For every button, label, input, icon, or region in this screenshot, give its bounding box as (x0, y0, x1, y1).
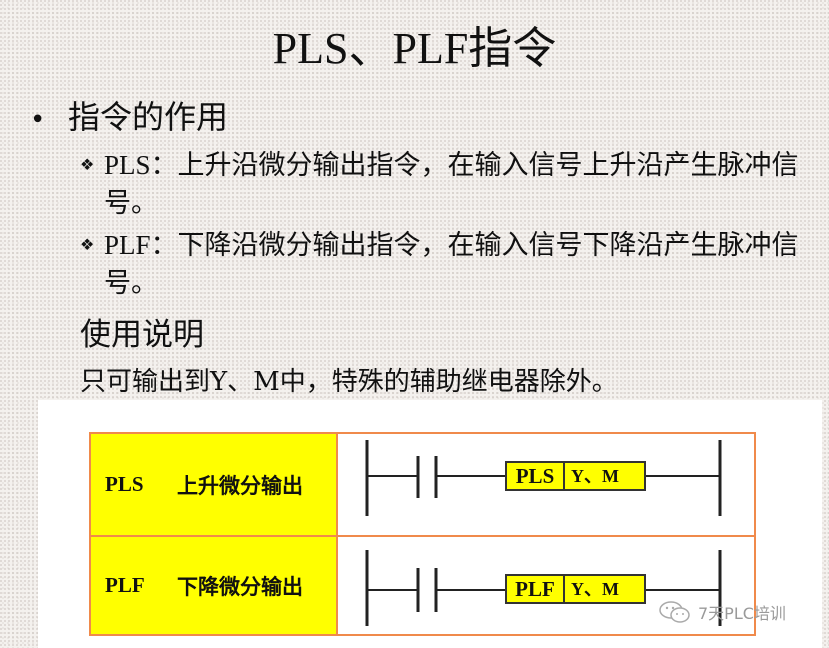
ladder-diagram-pls (360, 436, 730, 522)
diamond-bullet-icon: ❖ (80, 155, 95, 174)
instruction-operand: Y、M (571, 579, 619, 599)
table-row-label-plf: PLF 下降微分输出 (91, 537, 338, 634)
diamond-bullet-icon: ❖ (80, 235, 95, 254)
list-item-plf: ❖ PLF：下降沿微分输出指令，在输入信号下降沿产生脉冲信号。 (80, 226, 810, 303)
usage-heading: 使用说明 (80, 317, 204, 353)
bullet-dot-icon: • (30, 105, 46, 135)
ladder-rung-icon (365, 440, 722, 516)
usage-text: 只可输出到Y、M中，特殊的辅助继电器除外。 (80, 367, 618, 397)
instruction-block-plf: PLF Y、M (505, 574, 646, 604)
watermark: 7天PLC培训 (658, 600, 786, 624)
wechat-icon (659, 601, 690, 623)
row-label: 上升微分输出 (177, 473, 303, 498)
ladder-diagram-plf (360, 546, 730, 632)
instruction-op: PLF (507, 576, 565, 602)
watermark-text: 7天PLC培训 (698, 604, 786, 623)
instruction-operand: Y、M (571, 466, 619, 486)
instruction-table: PLS 上升微分输出 PLF 下降微分输出 (89, 432, 756, 636)
page-title: PLS、PLF指令 (272, 24, 557, 73)
pls-code: PLS (104, 150, 151, 180)
pls-description: ：上升沿微分输出指令，在输入信号上升沿产生脉冲信号。 (104, 150, 799, 219)
row-divider (91, 535, 754, 537)
instruction-block-pls: PLS Y、M (505, 461, 646, 491)
heading-text: 指令的作用 (68, 98, 229, 136)
row-label: 下降微分输出 (177, 574, 303, 599)
ladder-rung-icon (365, 550, 722, 626)
section-heading-function: • 指令的作用 (30, 95, 228, 142)
instruction-op: PLS (507, 463, 565, 489)
row-code: PLS (105, 472, 144, 496)
plf-description: ：下降沿微分输出指令，在输入信号下降沿产生脉冲信号。 (104, 230, 799, 299)
table-row-label-pls: PLS 上升微分输出 (91, 434, 338, 535)
plf-code: PLF (104, 230, 151, 260)
row-code: PLF (105, 573, 145, 597)
list-item-pls: ❖ PLS：上升沿微分输出指令，在输入信号上升沿产生脉冲信号。 (80, 146, 810, 223)
